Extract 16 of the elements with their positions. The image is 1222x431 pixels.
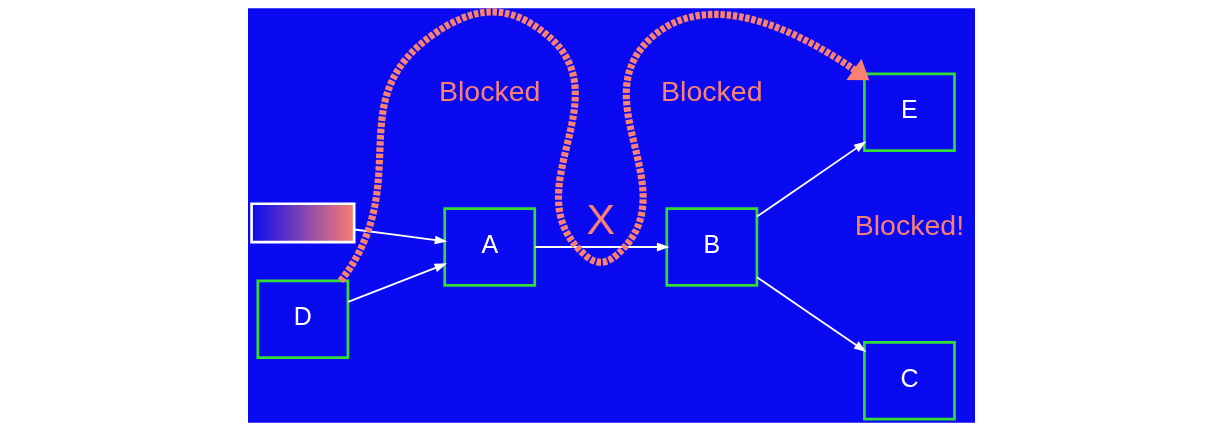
node-box	[249, 202, 355, 244]
arrow	[755, 141, 866, 218]
node-box: A	[442, 207, 536, 287]
arrow	[337, 8, 869, 284]
node-box: D	[255, 279, 349, 359]
arrow	[533, 242, 669, 252]
arrow	[352, 228, 447, 245]
node-box: B	[664, 207, 758, 287]
node-box: C	[862, 341, 956, 421]
label: Blocked	[660, 74, 763, 107]
node-box: E	[862, 72, 956, 152]
label: Blocked	[438, 74, 540, 107]
edge-label: X	[586, 194, 615, 243]
arrow	[755, 276, 866, 352]
label: Blocked!	[854, 208, 964, 241]
arrow	[346, 263, 447, 303]
